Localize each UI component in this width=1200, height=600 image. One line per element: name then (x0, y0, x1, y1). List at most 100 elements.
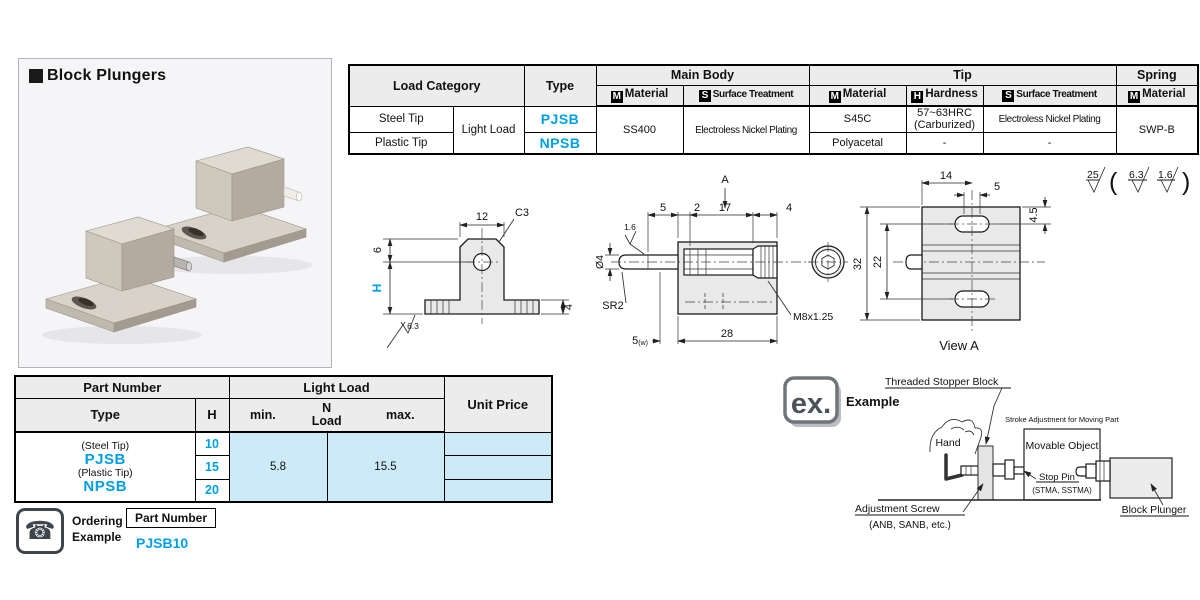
page-title-text: Block Plungers (47, 67, 167, 84)
pt-header-max: max. (386, 407, 415, 422)
dim-seg4: 4 (786, 202, 792, 214)
side-view-drawing: A 5 2 17 4 Ø4 1.6 SR2 M8x1.25 (594, 174, 833, 347)
dim-seg3: 17 (719, 202, 731, 214)
type-plastic-note: (Plastic Tip) (77, 467, 133, 479)
pt-header-type: Type (14, 397, 196, 433)
spec-cell-tip-material-steel: S45C (808, 105, 907, 133)
spec-subheader-tip-surface-label: Surface Treatment (1016, 88, 1097, 100)
example-title: Example (846, 394, 899, 409)
spec-header-spring: Spring (1115, 64, 1199, 86)
surface-finish-1-6: 1.6 (624, 222, 645, 255)
spec-cell-body-surface: Electroless Nickel Plating (682, 105, 810, 155)
table-row: 15 (15, 454, 553, 480)
spec-header-main-body: Main Body (595, 64, 810, 86)
spec-subheader-body-material-label: Material (624, 88, 669, 100)
spec-header-type: Type (523, 64, 597, 107)
material-badge-icon: M (610, 90, 623, 103)
product-photo (41, 146, 313, 345)
hand-label: Hand (935, 437, 960, 449)
dim-slot-width: 5 (994, 181, 1000, 193)
dim-seg2: 2 (694, 202, 700, 214)
spec-cell-spring-material: SWP-B (1115, 105, 1199, 155)
table-row: 20 (15, 478, 553, 503)
stop-pin-label: Stop Pin (1039, 472, 1075, 483)
dim-slot-offset: 4.5 (1028, 207, 1040, 222)
ordering-example: ☎ Ordering Example Part Number PJSB10 (14, 504, 254, 566)
type-npsb: NPSB (83, 478, 128, 496)
spec-cell-tip-hardness-steel-text: 57~63HRC (Carburized) (913, 107, 976, 132)
material-badge-icon: M (828, 90, 841, 103)
stroke-adjustment-note: Stroke Adjustment for Moving Part (1005, 415, 1120, 424)
close-paren: ) (1182, 168, 1190, 196)
dim-flat-value: 5 (632, 335, 638, 347)
pt-header-light-load: Light Load (228, 375, 445, 399)
pt-header-h: H (194, 397, 230, 433)
dim-hole-offset: 6 (372, 247, 384, 253)
dim-length: 28 (721, 328, 733, 340)
phone-icon: ☎ (16, 508, 64, 554)
view-a-drawing: 14 5 4.5 32 22 View A (852, 170, 1051, 353)
pt-cell-type: (Steel Tip) PJSB (Plastic Tip) NPSB (14, 431, 196, 503)
spec-cell-tip-surface-plastic: - (982, 131, 1117, 155)
plastic-tip (283, 186, 302, 202)
finish-outer-value: 25 (1087, 169, 1099, 181)
pt-header-min: min. (250, 407, 276, 422)
spec-subheader-tip-hardness-label: Hardness (925, 88, 978, 100)
table-row: (Steel Tip) PJSB (Plastic Tip) NPSB 10 5… (14, 431, 553, 503)
spec-cell-type-npsb: NPSB (523, 131, 597, 155)
material-badge-icon: M (1128, 90, 1141, 103)
ex-logo-text: ex. (791, 388, 831, 420)
spec-subheader-spring-material-label: Material (1142, 88, 1186, 100)
part-number-value: PJSB10 (136, 535, 189, 551)
dim-top-width: 12 (476, 211, 488, 223)
dim-height-total: 32 (852, 258, 864, 270)
pt-cell-h-15: 15 (194, 454, 230, 480)
surface-badge-icon: S (698, 90, 711, 102)
spec-cell-body-material: SS400 (595, 105, 684, 155)
view-a-caption: View A (939, 338, 979, 353)
surface-finish-note: 25 ( 6.3 1.6 ) (1086, 166, 1190, 196)
pt-cell-h-10: 10 (194, 431, 230, 456)
spec-subheader-body-surface-label: Surface Treatment (712, 88, 794, 100)
table-row: Plastic Tip NPSB Polyacetal - - (348, 131, 1198, 155)
pt-cell-h-20: 20 (194, 478, 230, 503)
pt-cell-load-max: 15.5 (326, 431, 445, 503)
hex-wrench (944, 453, 964, 481)
type-pjsb: PJSB (84, 451, 126, 468)
spec-cell-tip-hardness-plastic: - (905, 131, 984, 155)
spec-header-tip: Tip (808, 64, 1117, 86)
usage-example-diagram: ex. Example Threaded Stopper Block Hand … (783, 376, 1189, 531)
dim-top-width: 14 (940, 170, 952, 182)
surface-finish-6-3: 6.3 (386, 314, 419, 349)
front-view-drawing: 12 C3 6 H 4 6.3 (370, 207, 575, 349)
threaded-stopper-block-label: Threaded Stopper Block (885, 376, 999, 388)
dim-seg1: 5 (660, 202, 666, 214)
surface-finish-value: 1.6 (624, 222, 636, 232)
spec-cell-tip-surface-steel: Electroless Nickel Plating (982, 105, 1117, 133)
coupler-nut (1004, 459, 1015, 480)
hand-sketch: Hand (929, 418, 983, 455)
dim-diameter: Ø4 (594, 255, 606, 269)
threaded-stopper-block-shape (977, 445, 994, 501)
adjustment-screw-label: Adjustment Screw (855, 503, 940, 515)
stop-pin-shape (1013, 466, 1025, 475)
ordering-label-line1: Ordering (72, 514, 123, 528)
part-number-label: Part Number (126, 508, 217, 528)
open-paren: ( (1109, 168, 1118, 196)
part-number-table: Part Number Light Load Unit Price Type H… (14, 375, 553, 503)
view-direction-label: A (721, 174, 729, 186)
dim-height-h: H (370, 284, 384, 293)
block-plunger-shape (1075, 457, 1173, 499)
dim-tip-radius: SR2 (602, 300, 623, 312)
dim-chamfer: C3 (515, 207, 529, 219)
block-plunger-label: Block Plunger (1122, 504, 1187, 516)
page-title: Block Plungers (29, 67, 166, 85)
table-row: Steel Tip Light Load PJSB SS400 Electrol… (348, 105, 1199, 155)
block-plunger-plastic-tip-photo (151, 146, 313, 275)
phone-glyph: ☎ (24, 517, 56, 545)
